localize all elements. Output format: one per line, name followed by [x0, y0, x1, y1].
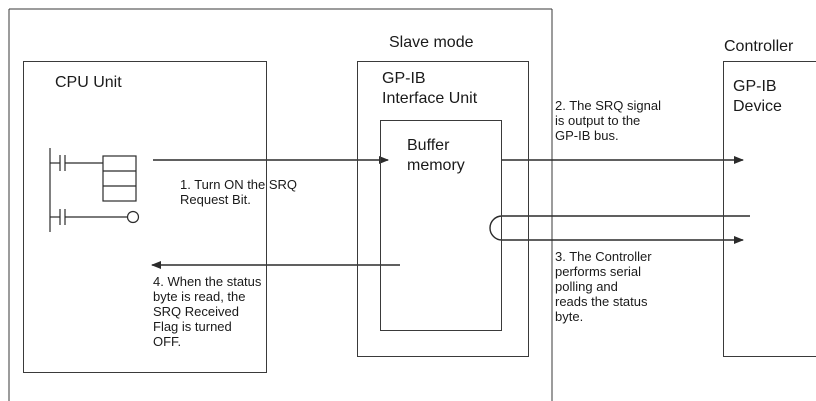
cpu-unit-box	[23, 61, 267, 373]
slave-mode-label: Slave mode	[389, 34, 474, 51]
cpu-unit-label: CPU Unit	[55, 74, 122, 91]
interface-unit-label: GP-IB Interface Unit	[382, 70, 478, 107]
gpib-device-box	[723, 61, 816, 357]
buffer-memory-label: Buffer memory	[407, 137, 465, 174]
interface-unit-box	[357, 61, 529, 357]
step-3-text: 3. The Controller performs serial pollin…	[555, 249, 652, 324]
flow-arrows	[151, 156, 750, 269]
buffer-memory-box	[380, 120, 502, 331]
ladder-diagram-icon	[49, 148, 140, 232]
arrow-step-3	[489, 215, 750, 244]
controller-label: Controller	[724, 38, 794, 55]
system-frame	[8, 8, 553, 401]
gpib-device-label: GP-IB Device	[733, 78, 782, 115]
step-1-text: 1. Turn ON the SRQ Request Bit.	[180, 177, 298, 207]
step-4-text: 4. When the status byte is read, the SRQ…	[153, 274, 262, 349]
step-2-text: 2. The SRQ signal is output to the GP-IB…	[555, 98, 661, 143]
